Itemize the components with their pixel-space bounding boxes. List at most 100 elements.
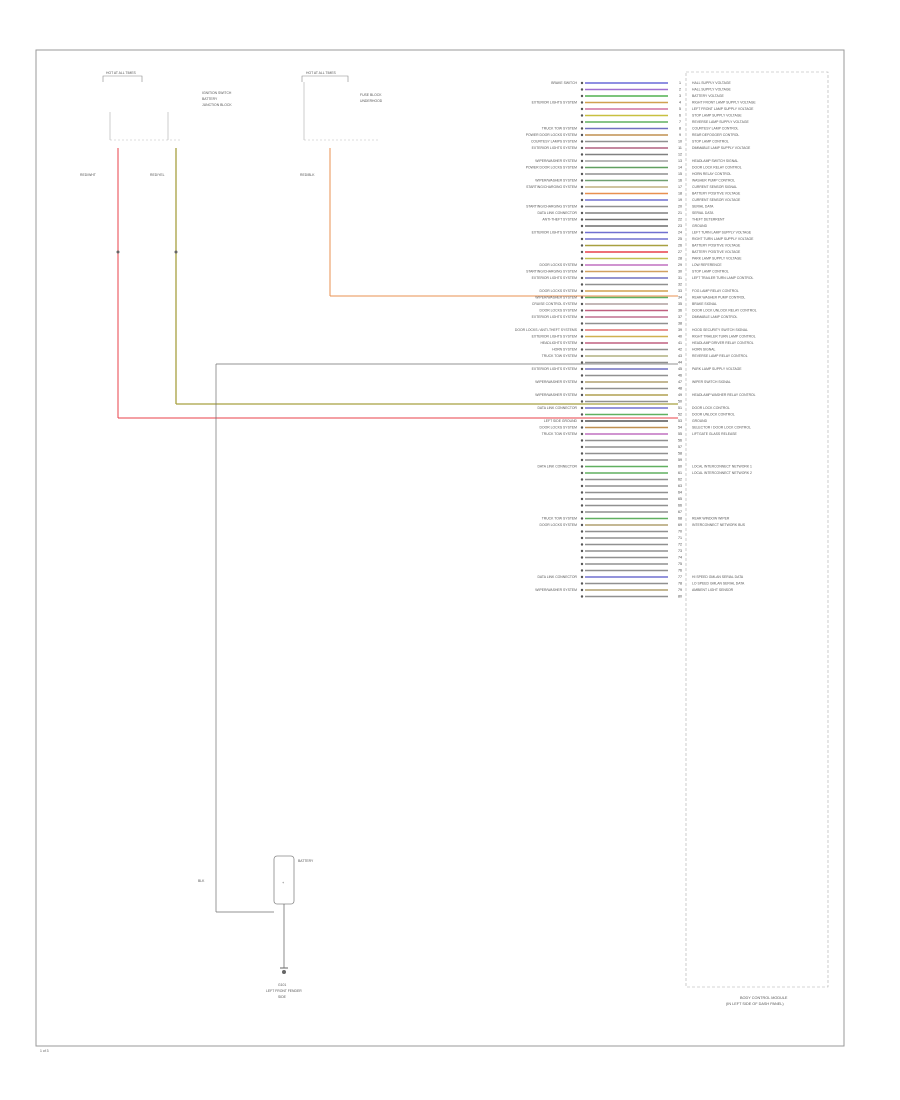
pin-17-number: 17 (678, 185, 682, 189)
pin-29-circuit: DOOR LOCKS SYSTEM (540, 263, 578, 267)
pin-25-terminal (580, 237, 584, 241)
pin-40-circuit: EXTERIOR LIGHTS SYSTEM (532, 335, 578, 339)
pin-63-terminal (580, 484, 584, 488)
pin-42-circuit: HORN SYSTEM (552, 348, 577, 352)
pin-57-terminal (580, 445, 584, 449)
pin-7-number: 7 (679, 120, 681, 124)
pin-9-number: 9 (679, 133, 681, 137)
pin-29-terminal (580, 263, 584, 267)
pin-13-number: 13 (678, 159, 682, 163)
pin-45-function: PARK LAMP SUPPLY VOLTAGE (692, 367, 742, 371)
pin-53-terminal (580, 419, 584, 423)
pin-row-57: 57 (580, 445, 682, 449)
pin-35-number: 35 (678, 302, 682, 306)
pin-41-circuit: HEADLIGHTS SYSTEM (540, 341, 577, 345)
pin-33-number: 33 (678, 289, 682, 293)
wire-label-red-black: RED/BLK (300, 173, 315, 177)
pin-8-circuit: TRUCK TOW SYSTEM (542, 127, 577, 131)
pin-71-terminal (580, 536, 584, 540)
pin-42-function: HORN SIGNAL (692, 348, 715, 352)
pin-56-terminal (580, 439, 584, 442)
pin-61-number: 61 (678, 471, 682, 475)
pin-9-function: REAR DEFOGGER CONTROL (692, 133, 739, 137)
pin-14-terminal (580, 166, 584, 169)
pin-8-function: COURTESY LAMP CONTROL (692, 127, 738, 131)
fuse-block-1-line-1: IGNITION SWITCH (202, 91, 232, 95)
pin-24-circuit: EXTERIOR LIGHTS SYSTEM (532, 231, 578, 235)
pin-77-terminal (580, 575, 584, 579)
pin-row-67: 67 (580, 510, 682, 514)
pin-18-function: BATTERY POSITIVE VOLTAGE (692, 192, 741, 196)
pin-42-terminal (580, 348, 584, 351)
pin-25-number: 25 (678, 237, 682, 241)
pin-20-function: SERIAL DATA (692, 205, 714, 209)
pin-24-terminal (580, 231, 584, 234)
pin-20-circuit: STARTING/CHARGING SYSTEM (526, 205, 577, 209)
pin-37-function: DIMMABLE LAMP CONTROL (692, 315, 737, 319)
pin-4-number: 4 (679, 101, 681, 105)
pin-29-number: 29 (678, 263, 682, 267)
pin-62-number: 62 (678, 478, 682, 482)
pin-54-terminal (580, 426, 584, 429)
pin-33-function: FOG LAMP RELAY CONTROL (692, 289, 739, 293)
pin-row-72: 72 (580, 543, 682, 547)
pin-51-terminal (580, 406, 584, 410)
pin-11-number: 11 (678, 146, 682, 150)
battery-symbol: + (282, 881, 285, 885)
pin-14-number: 14 (678, 166, 682, 170)
pin-row-62: 62 (580, 478, 682, 482)
pin-31-function: LEFT TRAILER TURN LAMP CONTROL (692, 276, 753, 280)
fuse-block-1-title: HOT AT ALL TIMES (106, 71, 137, 75)
pin-45-number: 45 (678, 367, 682, 371)
pin-3-terminal (580, 94, 584, 98)
pin-61-terminal (580, 471, 584, 475)
pin-43-function: REVERSE LAMP RELAY CONTROL (692, 354, 748, 358)
pin-40-terminal (580, 335, 584, 338)
pin-32-number: 32 (678, 283, 682, 287)
pin-47-circuit: WIPER/WASHER SYSTEM (535, 380, 577, 384)
pin-68-circuit: TRUCK TOW SYSTEM (542, 517, 577, 521)
pin-row-12: 12 (580, 153, 682, 157)
battery: BATTERY + (273, 855, 314, 968)
pin-68-function: REAR WINDOW WIPER (692, 517, 730, 521)
pin-54-circuit: DOOR LOCKS SYSTEM (540, 426, 578, 430)
pin-78-number: 78 (678, 582, 682, 586)
pin-60-circuit: DATA LINK CONNECTOR (537, 465, 577, 469)
splice-2 (174, 250, 178, 254)
pin-10-terminal (580, 140, 584, 143)
pin-21-function: SERIAL DATA (692, 211, 714, 215)
pin-5-function: LEFT FRONT LAMP SUPPLY VOLTAGE (692, 107, 754, 111)
pin-49-number: 49 (678, 393, 682, 397)
pin-4-terminal (580, 101, 584, 104)
pin-34-circuit: WIPER/WASHER SYSTEM (535, 296, 577, 300)
pin-58-terminal (580, 452, 584, 455)
pin-53-circuit: LEFT SIDE GROUND (544, 419, 578, 423)
pin-52-function: DOOR UNLOCK CONTROL (692, 413, 735, 417)
pin-69-terminal (580, 523, 584, 527)
pin-55-terminal (580, 432, 584, 436)
pin-22-number: 22 (678, 218, 682, 222)
wire-label-black: BLK (198, 879, 205, 883)
pin-52-terminal (580, 413, 584, 416)
pin-47-terminal (580, 380, 584, 384)
pin-59-number: 59 (678, 458, 682, 462)
pin-30-function: STOP LAMP CONTROL (692, 270, 729, 274)
pin-26-number: 26 (678, 244, 682, 248)
pin-row-66: 66 (580, 504, 682, 508)
pin-70-number: 70 (678, 530, 682, 534)
pin-24-function: LEFT TURN LAMP SUPPLY VOLTAGE (692, 231, 752, 235)
pin-39-function: HOOD SECURITY SWITCH SIGNAL (692, 328, 748, 332)
